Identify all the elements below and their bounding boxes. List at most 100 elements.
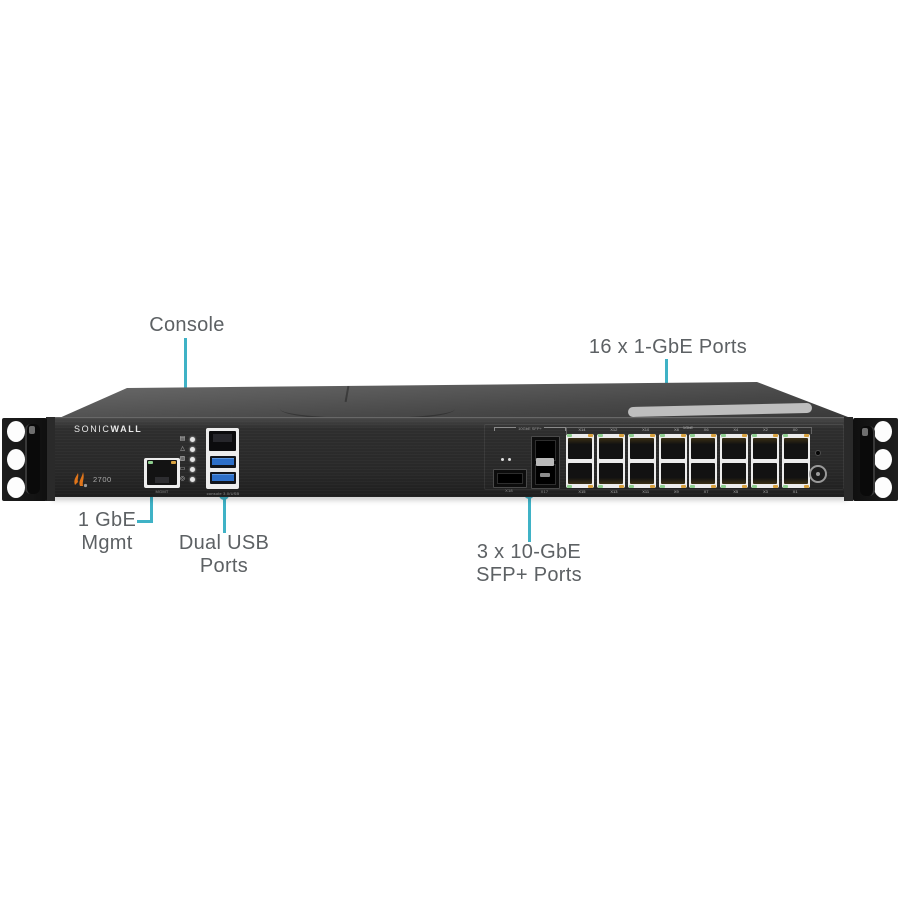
device-shadow — [52, 495, 847, 503]
left-bracket-handle — [25, 424, 40, 494]
mgmt-port-label: MGMT — [155, 489, 169, 494]
gbe-group-label: 1GbE — [682, 425, 694, 430]
rj45-port-top — [783, 438, 808, 459]
port-led-green — [752, 434, 758, 437]
port-led-green — [567, 485, 572, 488]
port-led-amber — [680, 434, 686, 437]
rj45-port-bottom — [753, 463, 778, 484]
usb-tongue — [211, 458, 234, 465]
sfp-latch-metal — [536, 458, 554, 466]
right-bracket-handle — [860, 426, 875, 496]
gbe-port-label-bottom: X7 — [703, 489, 709, 494]
callout-gbe-label: 16 x 1-GbE Ports — [588, 336, 748, 358]
callout-mgmt-label: 1 GbE Mgmt — [57, 509, 157, 555]
sfp-latch-metal — [540, 473, 550, 477]
port-led-amber — [618, 485, 624, 488]
rj45-port-bottom — [691, 463, 716, 484]
right-handle-catch — [862, 428, 868, 436]
brand-logo-text: SONICWALL — [74, 424, 142, 434]
wrench-icon: ▨ — [179, 456, 186, 462]
gbe-port-label-top: X2 — [762, 427, 768, 432]
status-led-row: ▭ — [178, 464, 200, 474]
led-light — [190, 436, 195, 442]
port-led-amber — [803, 434, 809, 437]
rj45-port-bottom — [660, 463, 685, 484]
gbe-port-pair — [781, 434, 810, 488]
status-led-row: ▤ — [178, 434, 200, 444]
brand-bold: WALL — [110, 424, 143, 434]
led-light — [190, 456, 195, 462]
sonicwall-flame-icon — [74, 472, 88, 488]
gbe-port-label-top: X10 — [642, 427, 650, 432]
gbe-port-pair — [689, 434, 718, 488]
port-module-seam — [484, 424, 844, 490]
gbe-port-label-bottom: X13 — [610, 489, 618, 494]
status-led-row: ◎ — [178, 474, 200, 484]
led-light — [190, 466, 195, 472]
sfp-group-label: 10GbE SFP+ — [492, 426, 568, 431]
sfp-group-label-text: 10GbE SFP+ — [518, 426, 542, 431]
gbe-port-label-bottom: X1 — [792, 489, 798, 494]
callout-mgmt-line1: 1 GbE — [77, 509, 137, 531]
gbe-port-label-bottom: X9 — [673, 489, 679, 494]
gbe-port-label-top: X0 — [792, 427, 798, 432]
sfp-x18-label: X18 — [505, 487, 513, 493]
mgmt-port — [144, 458, 180, 488]
port-led-green — [782, 485, 788, 488]
mgmt-rj45-opening — [147, 460, 177, 485]
usb-tongue — [211, 474, 234, 481]
left-rack-bracket — [2, 418, 47, 501]
console-port — [209, 431, 236, 451]
reset-pinhole — [815, 450, 821, 456]
callout-console-line — [183, 338, 187, 426]
gbe-port-grid — [566, 434, 810, 488]
gbe-port-pair — [658, 434, 687, 488]
bracket-hole — [7, 421, 25, 442]
right-bracket-flange — [844, 417, 853, 501]
power-status-icon: ◎ — [179, 476, 186, 482]
port-led-amber — [742, 434, 748, 437]
callout-mgmt-line2: Mgmt — [81, 532, 133, 554]
gbe-port-pair — [596, 434, 625, 488]
port-led-amber — [588, 434, 593, 437]
console-port-inner — [213, 434, 232, 442]
rj45-port-bottom — [598, 463, 623, 484]
gbe-port-label-top: X6 — [703, 427, 709, 432]
gbe-port-pair — [751, 434, 780, 488]
gbe-port-label-top: X8 — [674, 427, 679, 432]
rj45-port-top — [753, 438, 778, 459]
usb-port-2 — [209, 472, 236, 484]
top-label-sticker — [627, 402, 813, 418]
rj45-port-top — [629, 438, 654, 459]
sfp-slot — [497, 473, 523, 484]
bracket-hole — [7, 449, 25, 470]
right-rack-bracket — [853, 418, 898, 501]
chassis-top-face — [57, 382, 848, 419]
callout-sfp-label: 3 x 10-GbE SFP+ Ports — [454, 541, 604, 587]
gbe-port-pair — [720, 434, 749, 488]
rj45-port-top — [660, 438, 685, 459]
gbe-port-label-bottom: X3 — [762, 489, 768, 494]
gbe-port-label-bottom: X15 — [578, 489, 586, 494]
port-led-amber — [649, 434, 655, 437]
model-number: 2700 — [93, 475, 112, 484]
sfp-stacked-cage — [531, 436, 560, 489]
sfp-led-1 — [501, 458, 504, 461]
status-led-row: ▨ — [178, 454, 200, 464]
rj45-port-bottom — [629, 463, 654, 484]
port-led-amber — [618, 434, 624, 437]
status-led-column: ▤△▨▭◎ — [178, 434, 200, 484]
brand-regular: SONIC — [74, 424, 111, 434]
rj45-port-bottom — [568, 463, 592, 484]
storage-icon: ▤ — [179, 436, 186, 442]
port-led-amber — [649, 485, 655, 488]
port-led-green — [567, 434, 572, 437]
gbe-port-label-bottom: X11 — [642, 489, 650, 494]
bracket-hole — [7, 477, 25, 498]
rj45-port-bottom — [722, 463, 747, 484]
port-led-amber — [711, 434, 717, 437]
gbe-port-outline — [566, 427, 812, 434]
chassis-front-face: SONICWALL 2700 MGMT ▤△▨▭◎ conso — [48, 417, 848, 497]
port-led-amber — [711, 485, 717, 488]
